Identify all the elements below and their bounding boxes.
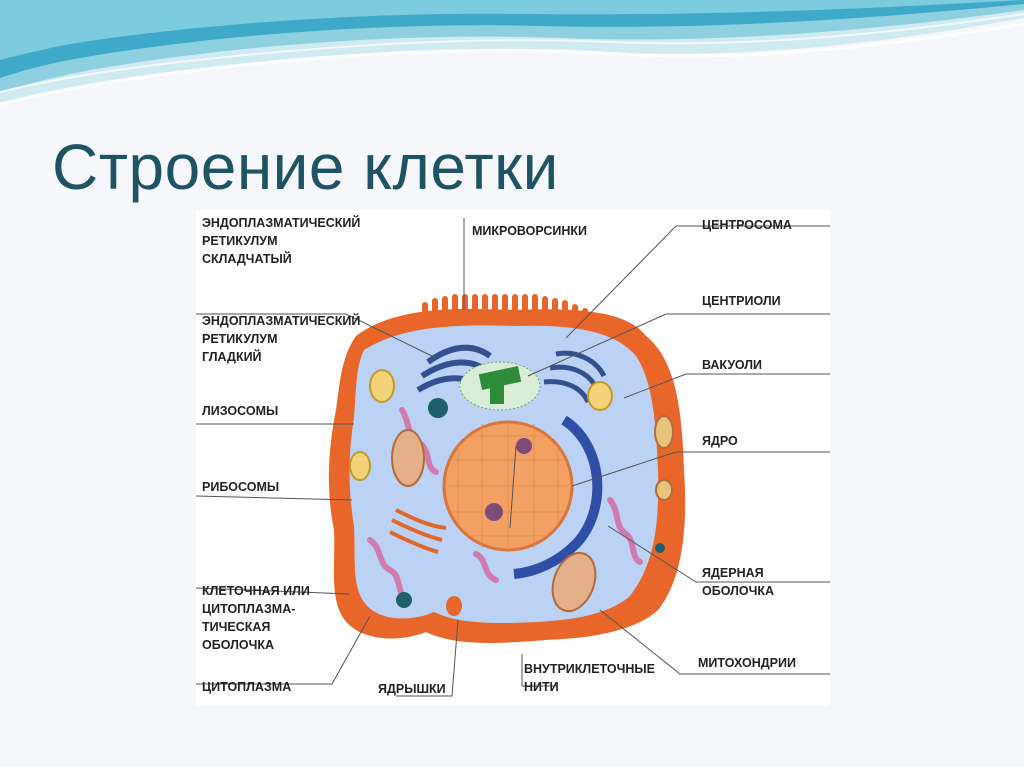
mitochondrion (391, 429, 425, 487)
vacuole (349, 451, 371, 481)
nucleolus (485, 503, 503, 521)
label-membrane: КЛЕТОЧНАЯ ИЛИ ЦИТОПЛАЗМА- ТИЧЕСКАЯ ОБОЛО… (202, 584, 310, 652)
centriole (478, 366, 522, 390)
label-mitochondria: МИТОХОНДРИИ (698, 656, 796, 670)
label-nucleoli: ЯДРЫШКИ (378, 682, 446, 696)
label-er-smooth: ЭНДОПЛАЗМАТИЧЕСКИЙ РЕТИКУЛУМ ГЛАДКИЙ (202, 314, 361, 364)
label-ribosomes: РИБОСОМЫ (202, 480, 280, 494)
label-vacuoles: ВАКУОЛИ (702, 358, 763, 372)
label-cytoplasm: ЦИТОПЛАЗМА (202, 680, 292, 694)
vacuole (655, 479, 673, 501)
slide-title: Строение клетки (52, 131, 559, 203)
label-centrioles: ЦЕНТРИОЛИ (702, 294, 781, 308)
label-nuclear-envelope: ЯДЕРНАЯ ОБОЛОЧКА (702, 566, 775, 598)
vacuole (654, 415, 674, 449)
label-er-rough: ЭНДОПЛАЗМАТИЧЕСКИЙ РЕТИКУЛУМ СКЛАДЧАТЫЙ (202, 216, 361, 266)
label-microvilli: МИКРОВОРСИНКИ (472, 224, 588, 238)
vacuole (369, 369, 395, 403)
nuclear-envelope (513, 415, 603, 579)
lysosome (396, 592, 412, 608)
label-lysosomes: ЛИЗОСОМЫ (202, 404, 279, 418)
cell-illustration (196, 218, 830, 697)
decorative-wave-header (0, 0, 1024, 106)
label-nucleus: ЯДРО (702, 434, 738, 448)
nucleolus (516, 438, 532, 454)
lysosome (655, 543, 665, 553)
label-centrosome: ЦЕНТРОСОМА (702, 218, 792, 232)
lysosome (428, 398, 448, 418)
label-filaments: ВНУТРИКЛЕТОЧНЫЕ НИТИ (524, 662, 655, 694)
vacuole (587, 381, 613, 411)
cell-diagram: ЭНДОПЛАЗМАТИЧЕСКИЙ РЕТИКУЛУМ СКЛАДЧАТЫЙ … (196, 210, 830, 706)
